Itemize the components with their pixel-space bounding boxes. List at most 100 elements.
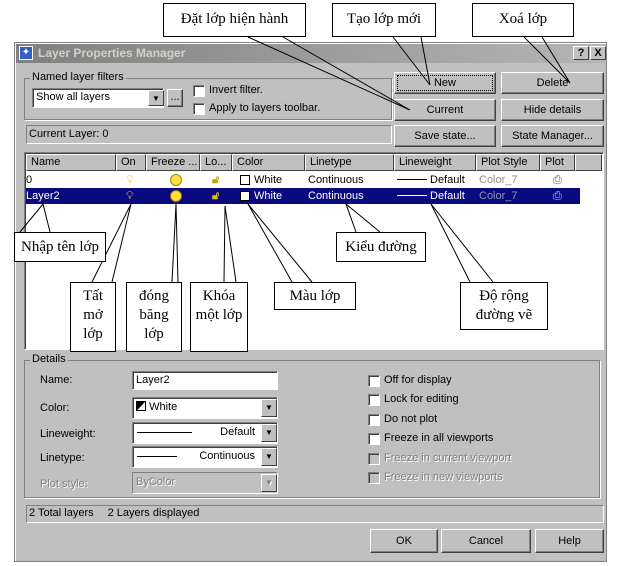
invert-filter-checkbox[interactable]	[193, 85, 205, 97]
callout-on-off: Tất mở lớp	[70, 282, 116, 352]
title-bar: Layer Properties Manager	[16, 44, 605, 63]
named-filters-label: Named layer filters	[30, 71, 126, 83]
freeze-all-checkbox[interactable]	[368, 433, 380, 445]
lineweight-label: Lineweight:	[40, 428, 96, 440]
lock-for-editing-label: Lock for editing	[384, 393, 459, 405]
col-lineweight[interactable]: Lineweight	[394, 154, 476, 171]
lineweight[interactable]: Default	[430, 190, 465, 202]
plot-style: Color_7	[479, 174, 518, 186]
chevron-down-icon[interactable]: ▼	[261, 399, 277, 417]
linetype[interactable]: Continuous	[308, 174, 364, 186]
lineweight-select[interactable]: Default	[132, 422, 278, 444]
freeze-new-checkbox	[368, 472, 380, 484]
lineweight-value: Default	[220, 426, 255, 438]
table-row-selected[interactable]: Layer2 💡︎ 🔓︎ White Continuous Default Co…	[26, 188, 580, 204]
linetype[interactable]: Continuous	[308, 190, 364, 202]
col-lock[interactable]: Lo...	[200, 154, 232, 171]
callout-layer-name: Nhập tên lớp	[14, 232, 106, 262]
color-swatch-icon	[136, 401, 146, 411]
freeze-new-label: Freeze in new viewports	[384, 471, 503, 483]
color-swatch[interactable]	[240, 175, 250, 185]
layer-name: 0	[26, 174, 33, 186]
apply-toolbar-checkbox[interactable]	[193, 103, 205, 115]
sun-icon[interactable]	[170, 174, 182, 186]
sun-icon[interactable]	[170, 190, 182, 202]
off-for-display-label: Off for display	[384, 374, 452, 386]
unlocked-padlock-icon[interactable]: 🔓︎	[212, 190, 220, 202]
col-on[interactable]: On	[116, 154, 146, 171]
do-not-plot-checkbox[interactable]	[368, 414, 380, 426]
ok-button[interactable]: OK	[370, 529, 438, 553]
status-bar: 2 Total layers 2 Layers displayed	[26, 505, 604, 523]
col-linetype[interactable]: Linetype	[305, 154, 394, 171]
callout-lock: Khóa một lớp	[190, 282, 248, 352]
col-color[interactable]: Color	[232, 154, 305, 171]
color-name: White	[254, 174, 283, 186]
lock-for-editing-checkbox[interactable]	[368, 394, 380, 406]
linetype-value: Continuous	[199, 450, 255, 462]
lightbulb-icon[interactable]: 💡︎	[126, 190, 134, 202]
col-blank	[575, 154, 602, 171]
state-manager-button[interactable]: State Manager...	[501, 125, 604, 147]
callout-set-current: Đặt lớp hiện hành	[163, 3, 306, 37]
layer-app-icon: ✦	[19, 46, 33, 60]
chevron-down-icon[interactable]: ▼	[148, 90, 164, 106]
color-label: Color:	[40, 402, 70, 414]
layer-name: Layer2	[26, 190, 60, 202]
new-button[interactable]: New	[394, 72, 496, 94]
details-group	[24, 360, 600, 498]
window-title: Layer Properties Manager	[38, 46, 186, 60]
unlocked-padlock-icon[interactable]: 🔓︎	[212, 174, 220, 186]
off-for-display-checkbox[interactable]	[368, 375, 380, 387]
col-name[interactable]: Name	[26, 154, 116, 171]
chevron-down-icon: ▼	[261, 474, 277, 492]
current-button[interactable]: Current	[394, 99, 496, 121]
lineweight-line	[397, 195, 427, 196]
delete-button[interactable]: Delete	[501, 72, 604, 94]
callout-freeze: đóng băng lớp	[126, 282, 182, 352]
callout-new-layer: Tạo lớp mới	[332, 3, 436, 37]
current-layer-display: Current Layer: 0	[26, 125, 392, 144]
close-button[interactable]: X	[590, 46, 606, 60]
plot-style-select: ByColor	[132, 472, 278, 494]
details-label: Details	[30, 353, 68, 365]
total-layers: 2 Total layers	[29, 507, 94, 519]
color-value: White	[149, 401, 178, 413]
name-label: Name:	[40, 374, 73, 386]
save-state-button[interactable]: Save state...	[394, 125, 496, 147]
chevron-down-icon[interactable]: ▼	[261, 424, 277, 442]
plot-style-label: Plot style:	[40, 478, 88, 490]
lightbulb-icon[interactable]: 💡︎	[126, 174, 134, 186]
invert-filter-label: Invert filter.	[209, 84, 263, 96]
callout-linetype: Kiểu đường	[336, 232, 426, 262]
help-button[interactable]: Help	[535, 529, 604, 553]
cancel-button[interactable]: Cancel	[441, 529, 531, 553]
color-swatch[interactable]	[240, 191, 250, 201]
printer-icon[interactable]: ⎙	[553, 174, 562, 186]
freeze-all-label: Freeze in all viewports	[384, 432, 494, 444]
callout-lineweight: Độ rộng đường vẽ	[460, 282, 548, 330]
plot-style: Color_7	[479, 190, 518, 202]
color-select[interactable]: White	[132, 397, 278, 419]
linetype-select[interactable]: Continuous	[132, 446, 278, 468]
col-freeze[interactable]: Freeze ...	[146, 154, 200, 171]
name-input[interactable]: Layer2	[132, 371, 278, 390]
help-title-button[interactable]: ?	[573, 46, 589, 60]
lineweight[interactable]: Default	[430, 174, 465, 186]
freeze-current-checkbox	[368, 453, 380, 465]
color-name: White	[254, 190, 283, 202]
hide-details-button[interactable]: Hide details	[501, 99, 604, 121]
printer-icon[interactable]: ⎙	[553, 190, 562, 202]
do-not-plot-label: Do not plot	[384, 413, 438, 425]
chevron-down-icon[interactable]: ▼	[261, 448, 277, 466]
lineweight-line	[397, 179, 427, 180]
linetype-label: Linetype:	[40, 452, 85, 464]
callout-color: Màu lớp	[274, 282, 356, 310]
filter-more-button[interactable]: ...	[167, 89, 183, 107]
layers-displayed: 2 Layers displayed	[107, 507, 200, 519]
col-plot-style[interactable]: Plot Style	[476, 154, 540, 171]
col-plot[interactable]: Plot	[540, 154, 575, 171]
freeze-current-label: Freeze in current viewport	[384, 452, 512, 464]
table-row[interactable]: 0 💡︎ 🔓︎ White Continuous Default Color_7…	[26, 172, 580, 188]
